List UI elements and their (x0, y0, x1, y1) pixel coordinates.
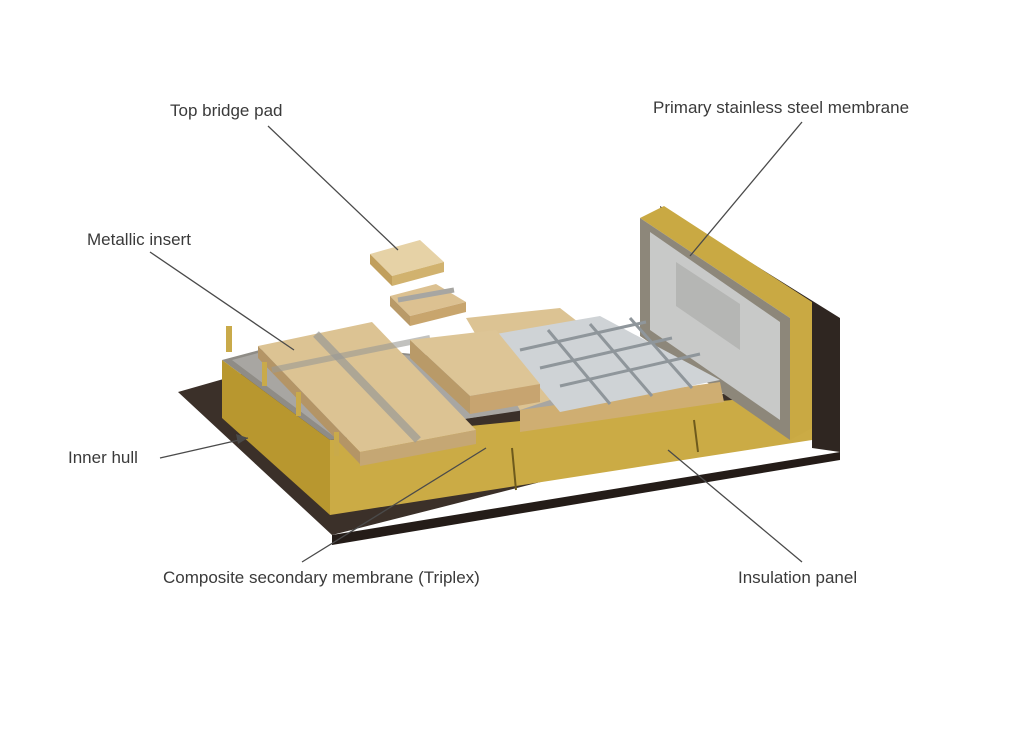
insulation-panel (330, 392, 812, 515)
label-primary-membrane: Primary stainless steel membrane (653, 98, 910, 117)
plywood-edge (360, 430, 476, 466)
anchor-stud (226, 326, 232, 352)
anchor-stud (296, 392, 301, 416)
inner-hull-edge (332, 452, 840, 545)
raised-plywood-block (410, 330, 540, 414)
arrowhead-inner-hull (236, 434, 248, 444)
label-inner-hull: Inner hull (68, 448, 138, 467)
bridge-pad-front (392, 262, 444, 286)
leader-inner-hull (159, 437, 249, 459)
leader-metallic-insert (149, 251, 295, 351)
plywood-edge (520, 382, 724, 432)
bridge-pad-side (370, 254, 392, 286)
label-secondary-membrane: Composite secondary membrane (Triplex) (163, 568, 480, 587)
primary-steel-membrane (496, 316, 720, 412)
label-metallic-insert: Metallic insert (87, 230, 191, 249)
anchor-stud (262, 362, 267, 386)
anchor-stud (334, 432, 339, 456)
steel-corrugation (676, 262, 740, 350)
leader-primary-membrane (689, 121, 803, 257)
top-bridge-pad (370, 240, 444, 286)
metallic-insert-strip (313, 331, 421, 443)
secondary-insulation-side (222, 360, 330, 515)
anchor-studs (226, 326, 339, 456)
bridge-pad-top (370, 240, 444, 276)
label-insulation-panel: Insulation panel (738, 568, 858, 587)
plywood-block-side (410, 340, 470, 414)
bridge-pad-side (390, 296, 410, 326)
plywood-block-top (410, 330, 540, 396)
metallic-insert-strip (397, 287, 455, 303)
insulation-wall (640, 206, 812, 440)
panel-joint (693, 419, 699, 453)
bridge-pad-front (410, 302, 466, 326)
plywood-block-front (470, 384, 540, 414)
steel-corrugation (628, 317, 694, 389)
label-top-bridge-pad: Top bridge pad (170, 101, 283, 120)
steel-corrugation (519, 320, 647, 352)
steel-corrugation (539, 336, 673, 370)
steel-corrugation (546, 329, 612, 405)
leader-lines (149, 121, 803, 563)
leader-top-bridge-pad (267, 125, 399, 251)
metallic-insert-strip (271, 335, 431, 373)
panel-joint (511, 447, 517, 491)
steel-membrane-sheet (496, 316, 720, 412)
steel-corrugation (588, 323, 654, 397)
leader-insulation-panel (667, 449, 803, 563)
leader-secondary-membrane (301, 447, 487, 563)
lower-bridge-pad (390, 284, 466, 326)
insulation-wall-top (640, 206, 812, 440)
